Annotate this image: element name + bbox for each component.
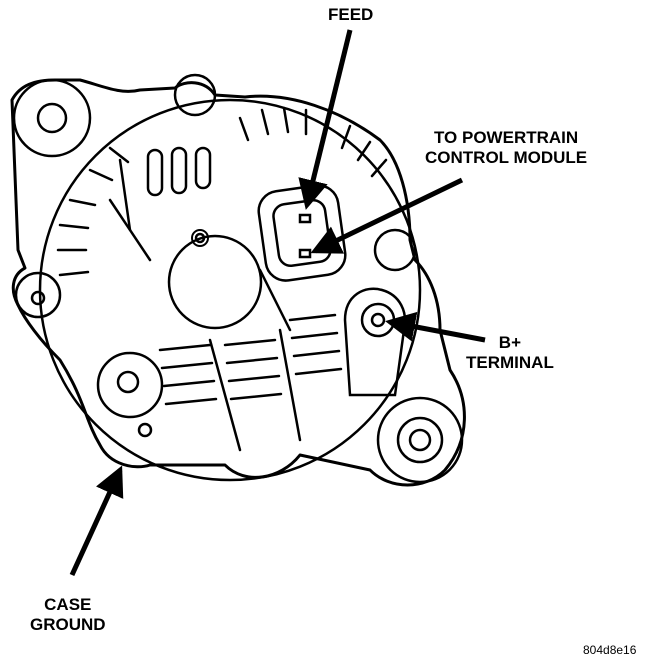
mount-ear-left <box>14 271 62 319</box>
bplus-label: B+ TERMINAL <box>466 333 554 373</box>
feed-arrow <box>298 29 353 210</box>
case-ground-label-line2: GROUND <box>30 615 106 634</box>
terminal-stud-outer <box>360 302 396 338</box>
figure-reference: 804d8e16 <box>583 643 637 657</box>
regulator-connector <box>257 184 347 282</box>
connector-pin-2 <box>298 248 312 259</box>
bolt-upper <box>194 232 206 244</box>
case-ground-arrow <box>69 465 124 577</box>
bplus-label-line1: B+ <box>498 333 522 352</box>
mount-hole-bottom-right <box>396 416 444 464</box>
connector-housing <box>257 184 347 282</box>
mount-hole-bottom-left <box>116 370 140 394</box>
terminal-stud-inner <box>370 312 386 328</box>
mount-hole-top-left <box>36 102 68 134</box>
pcm-label: TO POWERTRAIN CONTROL MODULE <box>425 128 587 168</box>
bplus-label-line2: TERMINAL <box>466 353 554 372</box>
rotor-center <box>167 234 263 330</box>
rotor-bearing <box>191 229 209 247</box>
pcm-label-line2: CONTROL MODULE <box>425 148 588 167</box>
mount-ear-bottom-left <box>96 351 164 419</box>
mount-hole-bottom-right-inner <box>408 428 432 452</box>
feed-label: FEED <box>328 5 374 24</box>
mounting-ears <box>12 73 464 484</box>
mount-ear-top <box>173 73 217 117</box>
mount-ear-right <box>373 228 417 272</box>
stator-housing <box>38 98 422 482</box>
mount-ear-bottom-right <box>376 396 464 484</box>
bplus-terminal <box>343 287 407 397</box>
bolt-lower <box>137 422 153 438</box>
case-ground-label-line1: CASE <box>44 595 92 614</box>
mount-hole-left <box>30 290 46 306</box>
callout-arrows <box>69 29 486 577</box>
alternator-body <box>10 78 466 487</box>
case-ground-label: CASE GROUND <box>30 595 106 635</box>
pcm-arrow <box>310 177 464 254</box>
cooling-vents <box>56 106 388 452</box>
bplus-arrow <box>385 311 486 343</box>
housing-outline <box>10 78 466 487</box>
connector-pin-1 <box>298 213 312 224</box>
pcm-label-line1: TO POWERTRAIN <box>433 128 579 147</box>
mount-ear-top-left <box>12 78 92 158</box>
